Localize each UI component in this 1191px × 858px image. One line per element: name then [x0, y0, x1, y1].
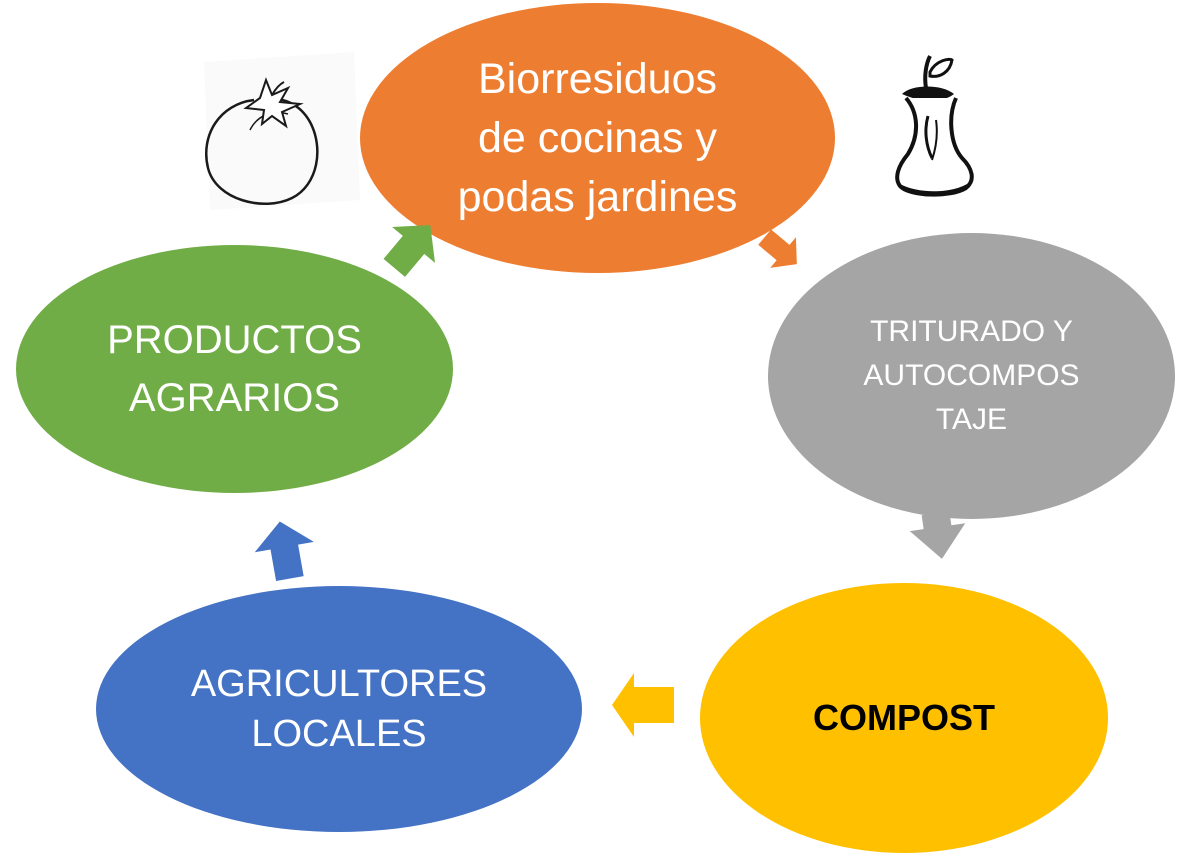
arrow-productos-to-biorresiduos	[383, 225, 436, 277]
apple-core-icon	[895, 55, 974, 197]
arrow-agricultores-to-productos	[254, 521, 314, 582]
arrow-triturado-to-compost	[909, 511, 966, 559]
node-triturado-autocompostaje: TRITURADO Y AUTOCOMPOS TAJE	[768, 233, 1175, 519]
tomato-icon	[204, 52, 360, 210]
arrow-compost-to-agricultores	[612, 673, 674, 737]
node-biorresiduos: Biorresiduos de cocinas y podas jardines	[360, 3, 835, 273]
node-agricultores-locales: AGRICULTORES LOCALES	[96, 586, 582, 832]
arrow-biorresiduos-to-triturado	[758, 229, 797, 268]
node-agricultores-label: AGRICULTORES LOCALES	[190, 663, 488, 755]
node-compost: COMPOST	[700, 583, 1108, 853]
node-compost-label: COMPOST	[812, 697, 995, 738]
node-productos-label: PRODUCTOS AGRARIOS	[107, 318, 362, 420]
node-productos-agrarios: PRODUCTOS AGRARIOS	[16, 245, 453, 493]
node-biorresiduos-label: Biorresiduos de cocinas y podas jardines	[457, 54, 738, 221]
node-triturado-label: TRITURADO Y AUTOCOMPOS TAJE	[863, 315, 1080, 436]
